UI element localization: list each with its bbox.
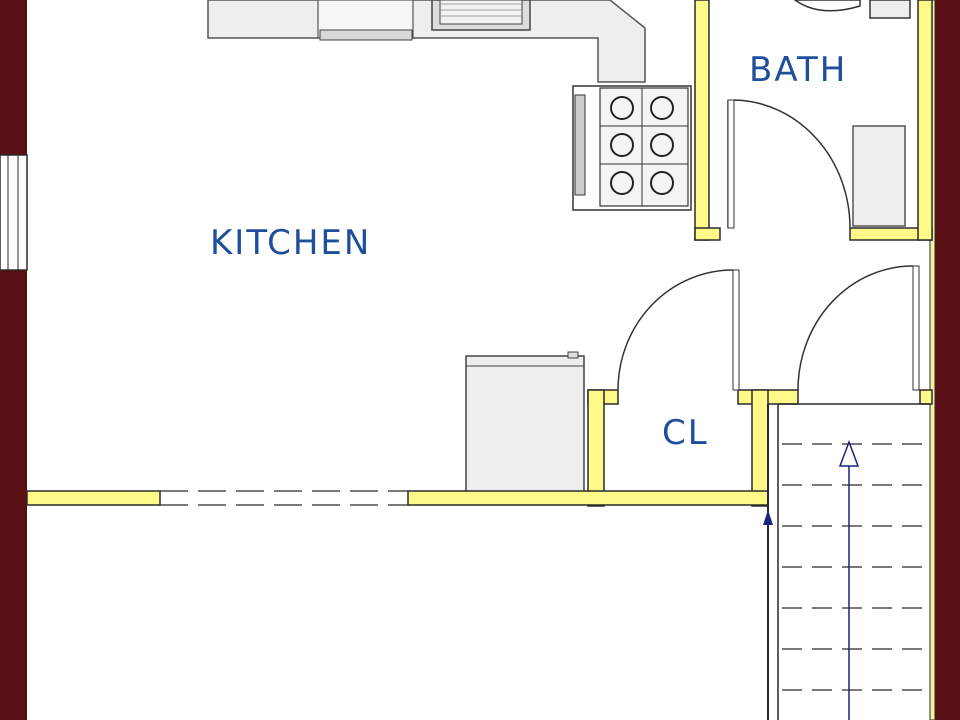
exterior-wall-left-bottom — [0, 270, 27, 720]
exterior-wall-right — [935, 0, 960, 720]
stair-treads — [782, 443, 930, 691]
exterior-wall-left-top — [0, 0, 27, 155]
closet-door-left — [617, 269, 740, 391]
kitchen-south-wall — [26, 490, 769, 506]
stairs — [763, 403, 930, 720]
bath-door — [727, 99, 851, 229]
stairs-up-arrow-icon — [838, 439, 860, 720]
closet-walls — [587, 389, 933, 507]
stair-edge-marker — [763, 510, 773, 525]
window-left — [0, 154, 28, 271]
bath-vanity — [852, 125, 906, 227]
stove-icon — [572, 85, 692, 211]
refrigerator-icon — [465, 351, 585, 493]
closet-door-right — [797, 265, 920, 391]
room-label-kitchen: KITCHEN — [210, 223, 371, 263]
exterior-wall-right-inner — [929, 0, 936, 720]
kitchen-counter — [207, 0, 646, 83]
bath-walls — [694, 0, 933, 241]
sink-icon — [431, 0, 531, 31]
room-label-closet: CL — [662, 413, 709, 453]
toilet-icon — [793, 0, 911, 19]
room-label-bath: BATH — [749, 50, 847, 90]
